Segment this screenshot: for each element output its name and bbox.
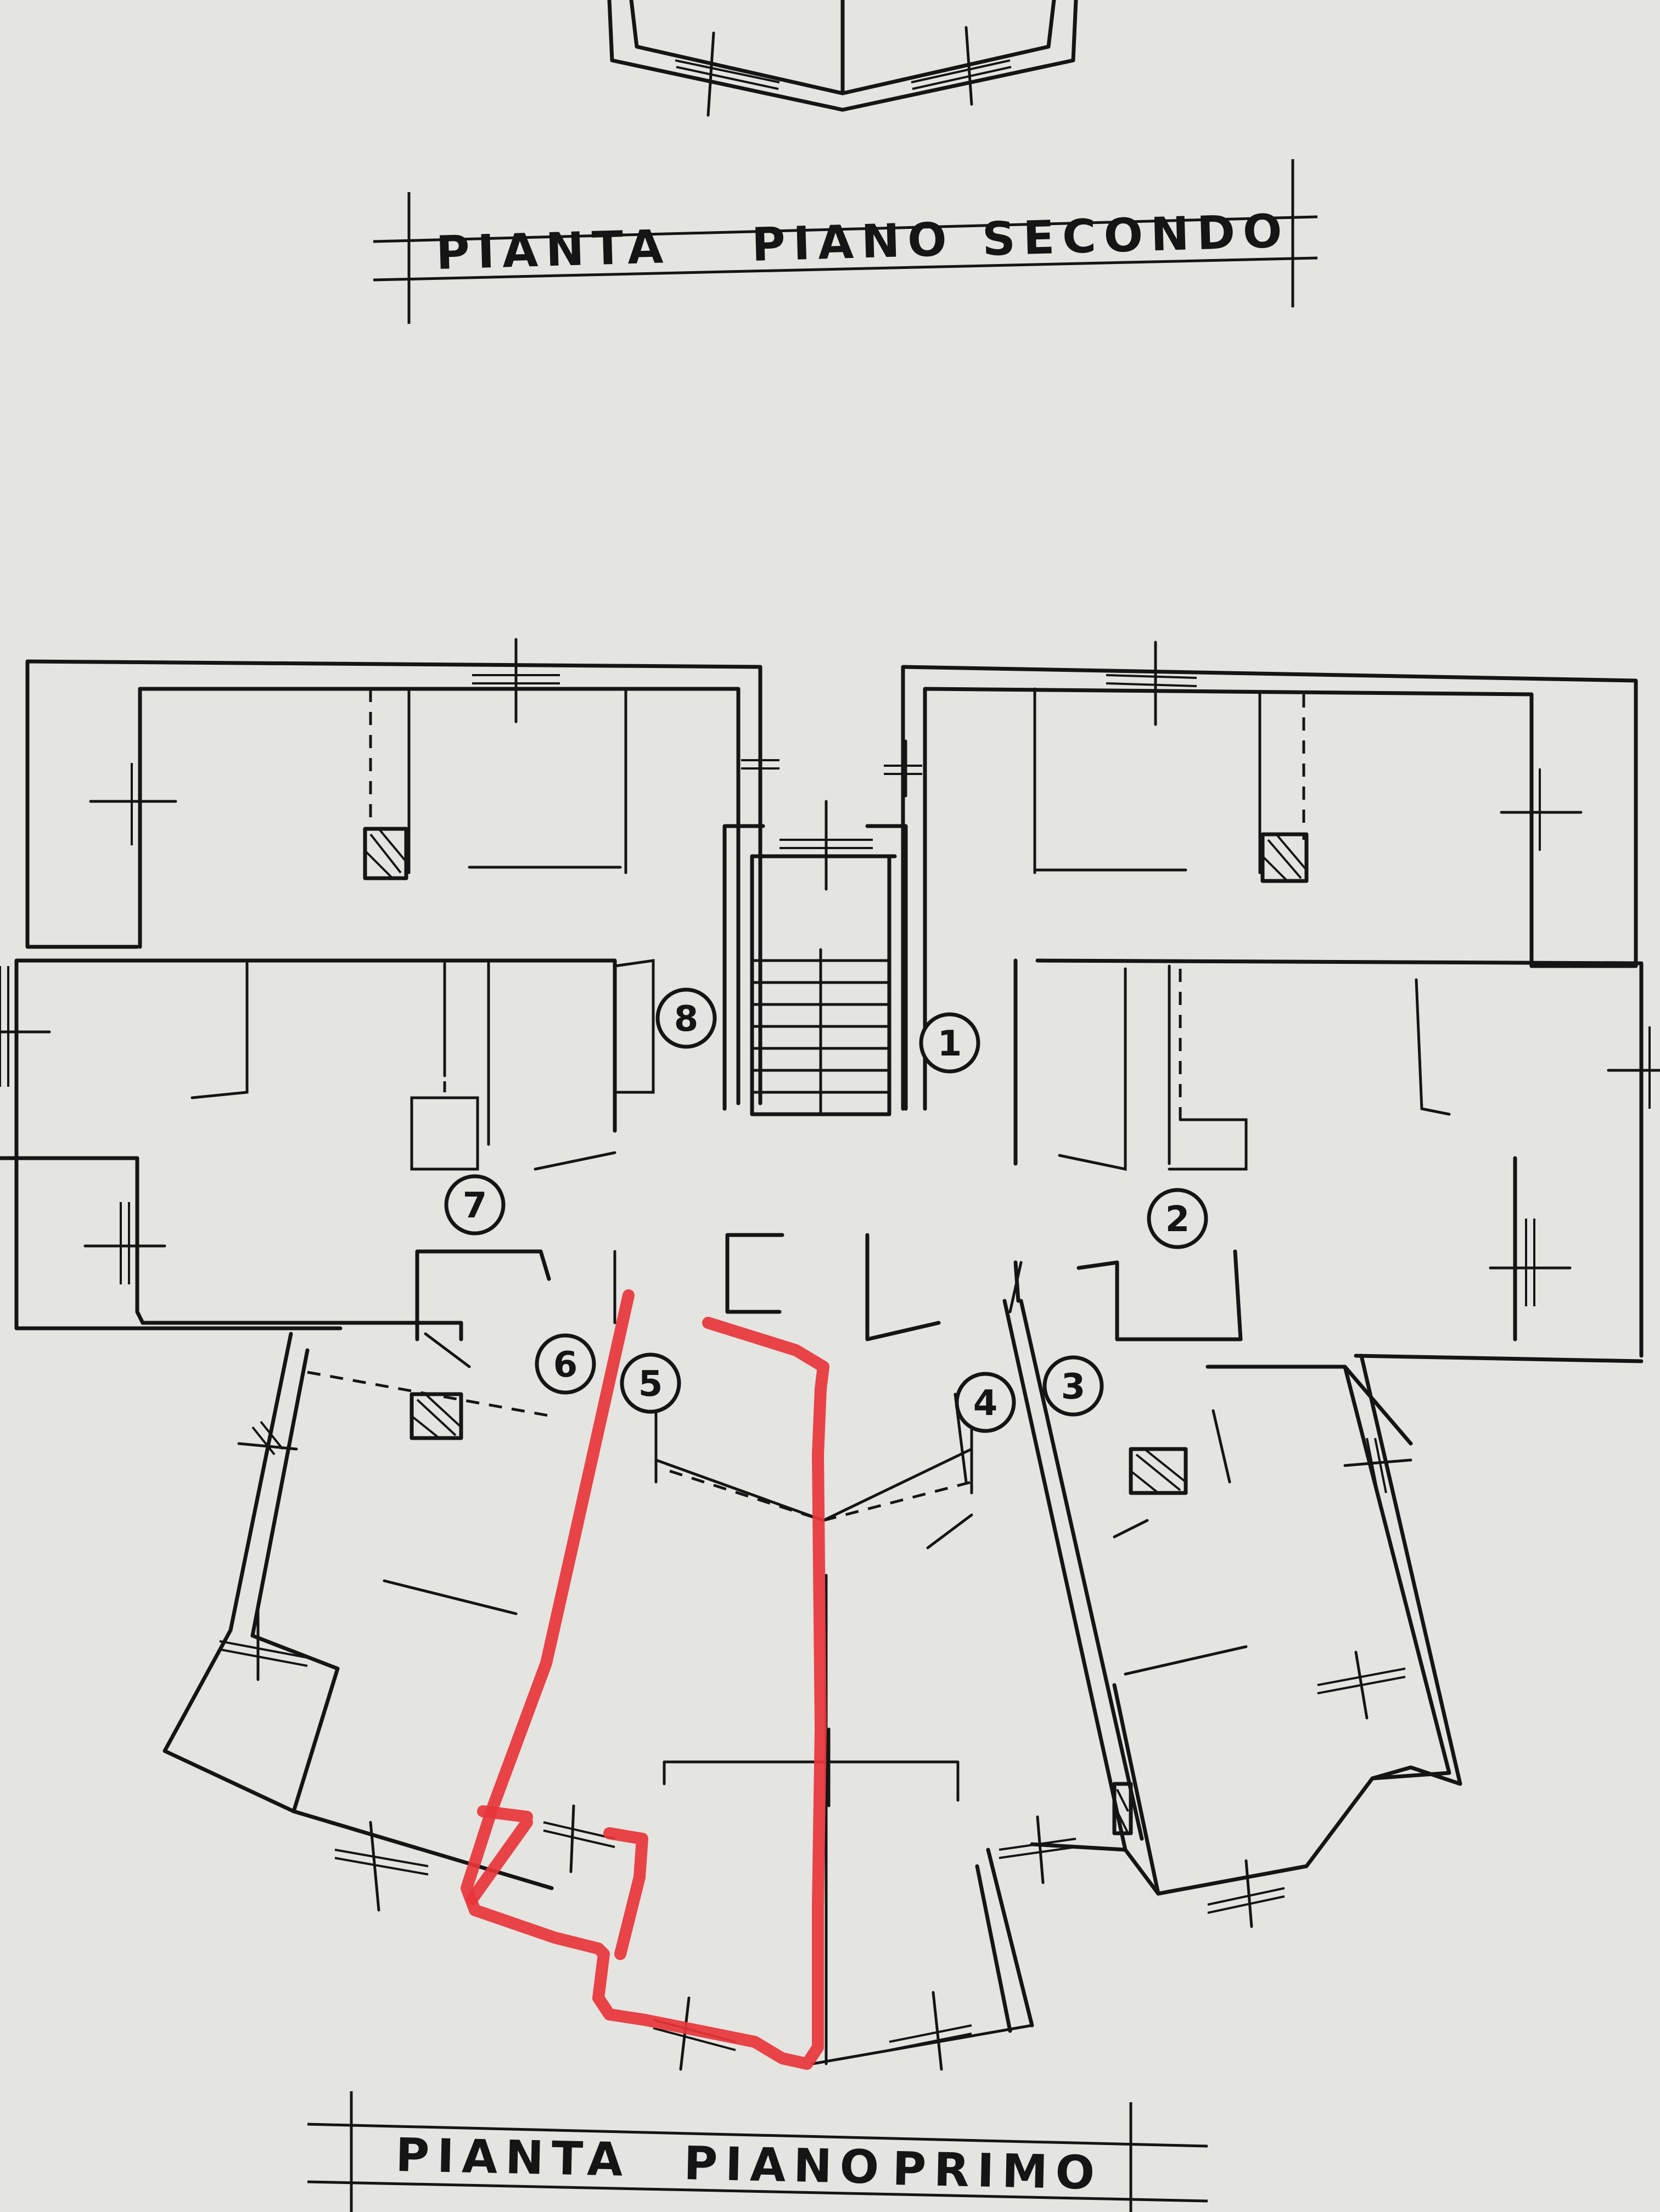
unit-label-1: 1 [938,1024,962,1064]
unit-label-4: 4 [973,1383,998,1424]
highlighted-apartment-inner-segment [466,1805,648,1960]
unit-label-3: 3 [1061,1367,1086,1407]
title-frame-first-floor [307,2091,1208,2212]
unit-marker-3: 3 [1042,1355,1104,1417]
unit-marker-2: 2 [1147,1188,1208,1249]
first-floor-plan [0,638,1660,2071]
title-first-floor-word1: PIANTA [395,2128,631,2187]
unit-label-6: 6 [553,1345,578,1385]
unit-marker-5: 5 [620,1352,681,1414]
second-floor-plan-fragment [607,0,1078,117]
unit-label-2: 2 [1165,1199,1190,1240]
unit-marker-4: 4 [955,1372,1016,1433]
unit-marker-7: 7 [444,1174,506,1236]
title-second-floor-word2: PIANO [751,212,955,272]
unit-label-8: 8 [674,999,699,1040]
unit-label-7: 7 [463,1186,487,1226]
title-first-floor-word3: PRIMO [892,2142,1103,2200]
unit-markers: 1 2 3 4 5 6 7 8 [444,987,1208,1433]
unit-label-5: 5 [638,1364,663,1405]
unit-marker-8: 8 [655,987,717,1049]
title-frame-second-floor [373,159,1318,324]
unit-marker-6: 6 [535,1333,596,1395]
title-second-floor-word3: SECONDO [982,204,1291,266]
highlighted-apartment-outline [461,1289,829,2070]
title-second-floor-word1: PIANTA [435,220,671,280]
unit-marker-1: 1 [919,1012,980,1074]
title-first-floor-word2: PIANO [683,2136,888,2194]
